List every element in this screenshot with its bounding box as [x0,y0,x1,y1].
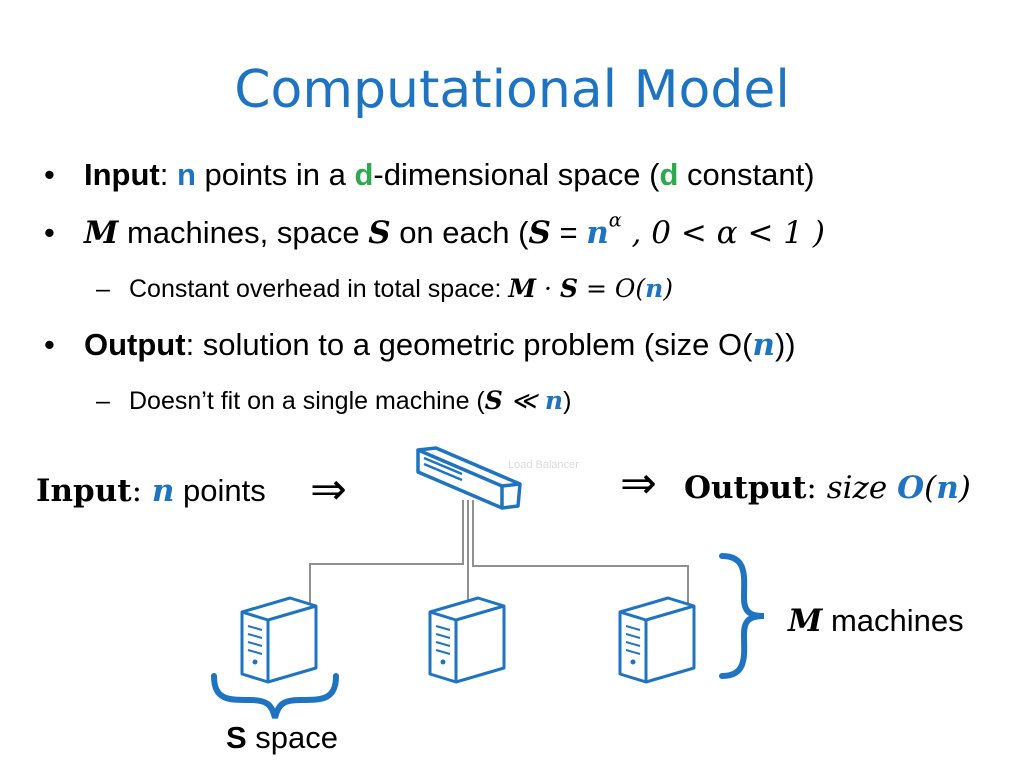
sub-bullet-overhead: – Constant overhead in total space: M · … [44,262,1014,316]
var-alpha: α [608,208,622,232]
space-label: S space [226,720,338,756]
load-balancer-label: Load Balancer [508,459,579,471]
arrow-right-icon: ⇒ [620,458,657,509]
diagram-output-label: Output: size O(n) [684,470,971,506]
text: size [826,470,898,506]
slide-title: Computational Model [234,60,790,120]
text: = [550,215,587,250]
curly-brace-right-icon [719,553,765,679]
var-d: d [659,157,679,192]
text: : [131,473,152,509]
sub-bullet-dash: – [96,275,110,303]
var-S: S [528,215,551,251]
keyword-output: Output [84,327,186,362]
bullet-dot: • [44,215,55,250]
text: points in a [195,157,355,192]
var-S: S [368,215,391,251]
server-icon-left [240,596,318,684]
arrow-right-icon: ⇒ [310,464,347,515]
text: = O( [578,274,646,303]
text: : [806,470,827,506]
var-M: M [788,603,823,639]
text: machines, space [118,215,369,250]
bullet-machines: • M machines, space S on each (S = nα , … [44,204,1014,262]
var-d: d [354,157,374,192]
load-balancer-icon [416,446,522,510]
var-n: n [544,386,564,415]
var-n: n [752,327,775,363]
var-n: n [586,215,609,251]
var-O: O [897,470,925,506]
server-icon-right [618,596,696,684]
var-n: n [645,274,664,303]
keyword-input: Input [84,157,160,192]
var-S: S [226,720,247,755]
text: points [174,473,266,508]
text: machines [822,603,964,638]
sub-bullet-dash: – [96,387,110,415]
bullet-output: • Output: solution to a geometric proble… [44,316,1014,374]
diagram-input-label: Input: n points [36,473,266,509]
text: : [159,157,169,192]
var-n: n [936,470,959,506]
text: )) [774,327,796,362]
var-alpha: α [716,215,738,251]
var-M: M [508,274,537,303]
link-left [309,500,464,605]
output-keyword: Output [684,470,807,506]
text: ) [563,387,572,415]
var-n: n [151,473,175,509]
text: , 0 < [621,215,717,251]
text: ( [924,470,937,506]
text: < 1 ) [737,215,825,251]
server-icon-middle [428,596,506,684]
curly-brace-bottom-icon [211,673,339,719]
text: Constant overhead in total space: [129,275,509,303]
bullet-list: • Input: n points in a d-dimensional spa… [44,146,1014,428]
link-right [472,500,689,605]
text: ) [663,274,674,303]
var-S: S [559,274,579,303]
bullet-dot: • [44,157,55,192]
connection-lines [309,500,689,605]
text: · [536,274,560,303]
text: -dimensional space ( [373,157,660,192]
text: space [246,720,339,755]
var-n: n [177,157,196,192]
sub-bullet-fit: – Doesn’t fit on a single machine (S ≪ n… [44,374,1014,428]
text: ≪ [502,386,545,415]
text: on each ( [390,215,529,250]
bullet-dot: • [44,327,55,362]
text: ) [958,470,971,506]
var-S: S [484,386,503,415]
input-keyword: Input [36,473,132,509]
text: Doesn’t fit on a single machine ( [129,387,485,415]
machines-label: M machines [788,603,964,639]
bullet-input: • Input: n points in a d-dimensional spa… [44,146,1014,204]
text: : solution to a geometric problem (size … [185,327,753,362]
var-M: M [84,215,119,251]
text: constant) [678,157,815,192]
